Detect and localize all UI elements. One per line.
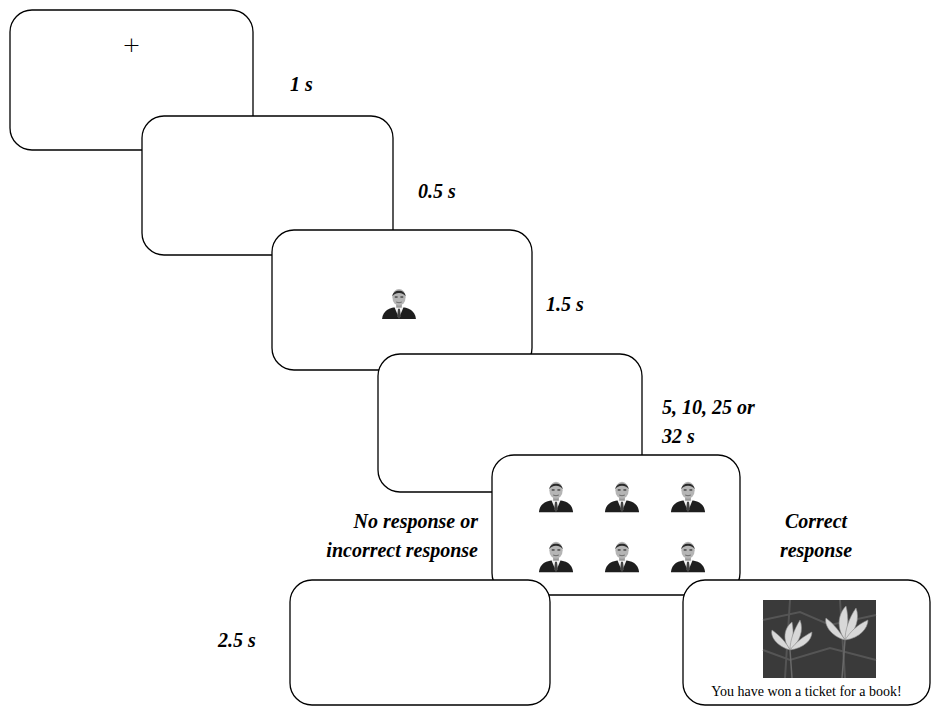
- choice-face: [671, 542, 705, 572]
- duration-label: 5, 10, 25 or 32 s: [662, 393, 762, 451]
- choice-face: [539, 482, 573, 512]
- choice-face: [671, 482, 705, 512]
- choice-face: [605, 482, 639, 512]
- duration-label: 2.5 s: [218, 626, 288, 655]
- screen-no-reward: [290, 580, 550, 705]
- screen-text: You have won a ticket for a book!: [691, 684, 922, 700]
- choice-face: [539, 542, 573, 572]
- screen-reward: [683, 580, 930, 705]
- duration-label: 0.5 s: [418, 177, 488, 206]
- screen-choice: [492, 455, 740, 595]
- screen-text: +: [18, 32, 245, 57]
- screen-target: [272, 230, 532, 370]
- reward-screen: You have won a ticket for a book!: [683, 580, 930, 705]
- reward-photo: [763, 600, 876, 678]
- duration-label: 1.5 s: [546, 290, 616, 319]
- fixation-screen: +: [10, 10, 253, 150]
- duration-label: 1 s: [290, 70, 350, 99]
- choice-face: [605, 542, 639, 572]
- response-label: No response or incorrect response: [314, 507, 478, 565]
- target-face: [382, 289, 416, 319]
- response-label: Correct response: [750, 507, 882, 565]
